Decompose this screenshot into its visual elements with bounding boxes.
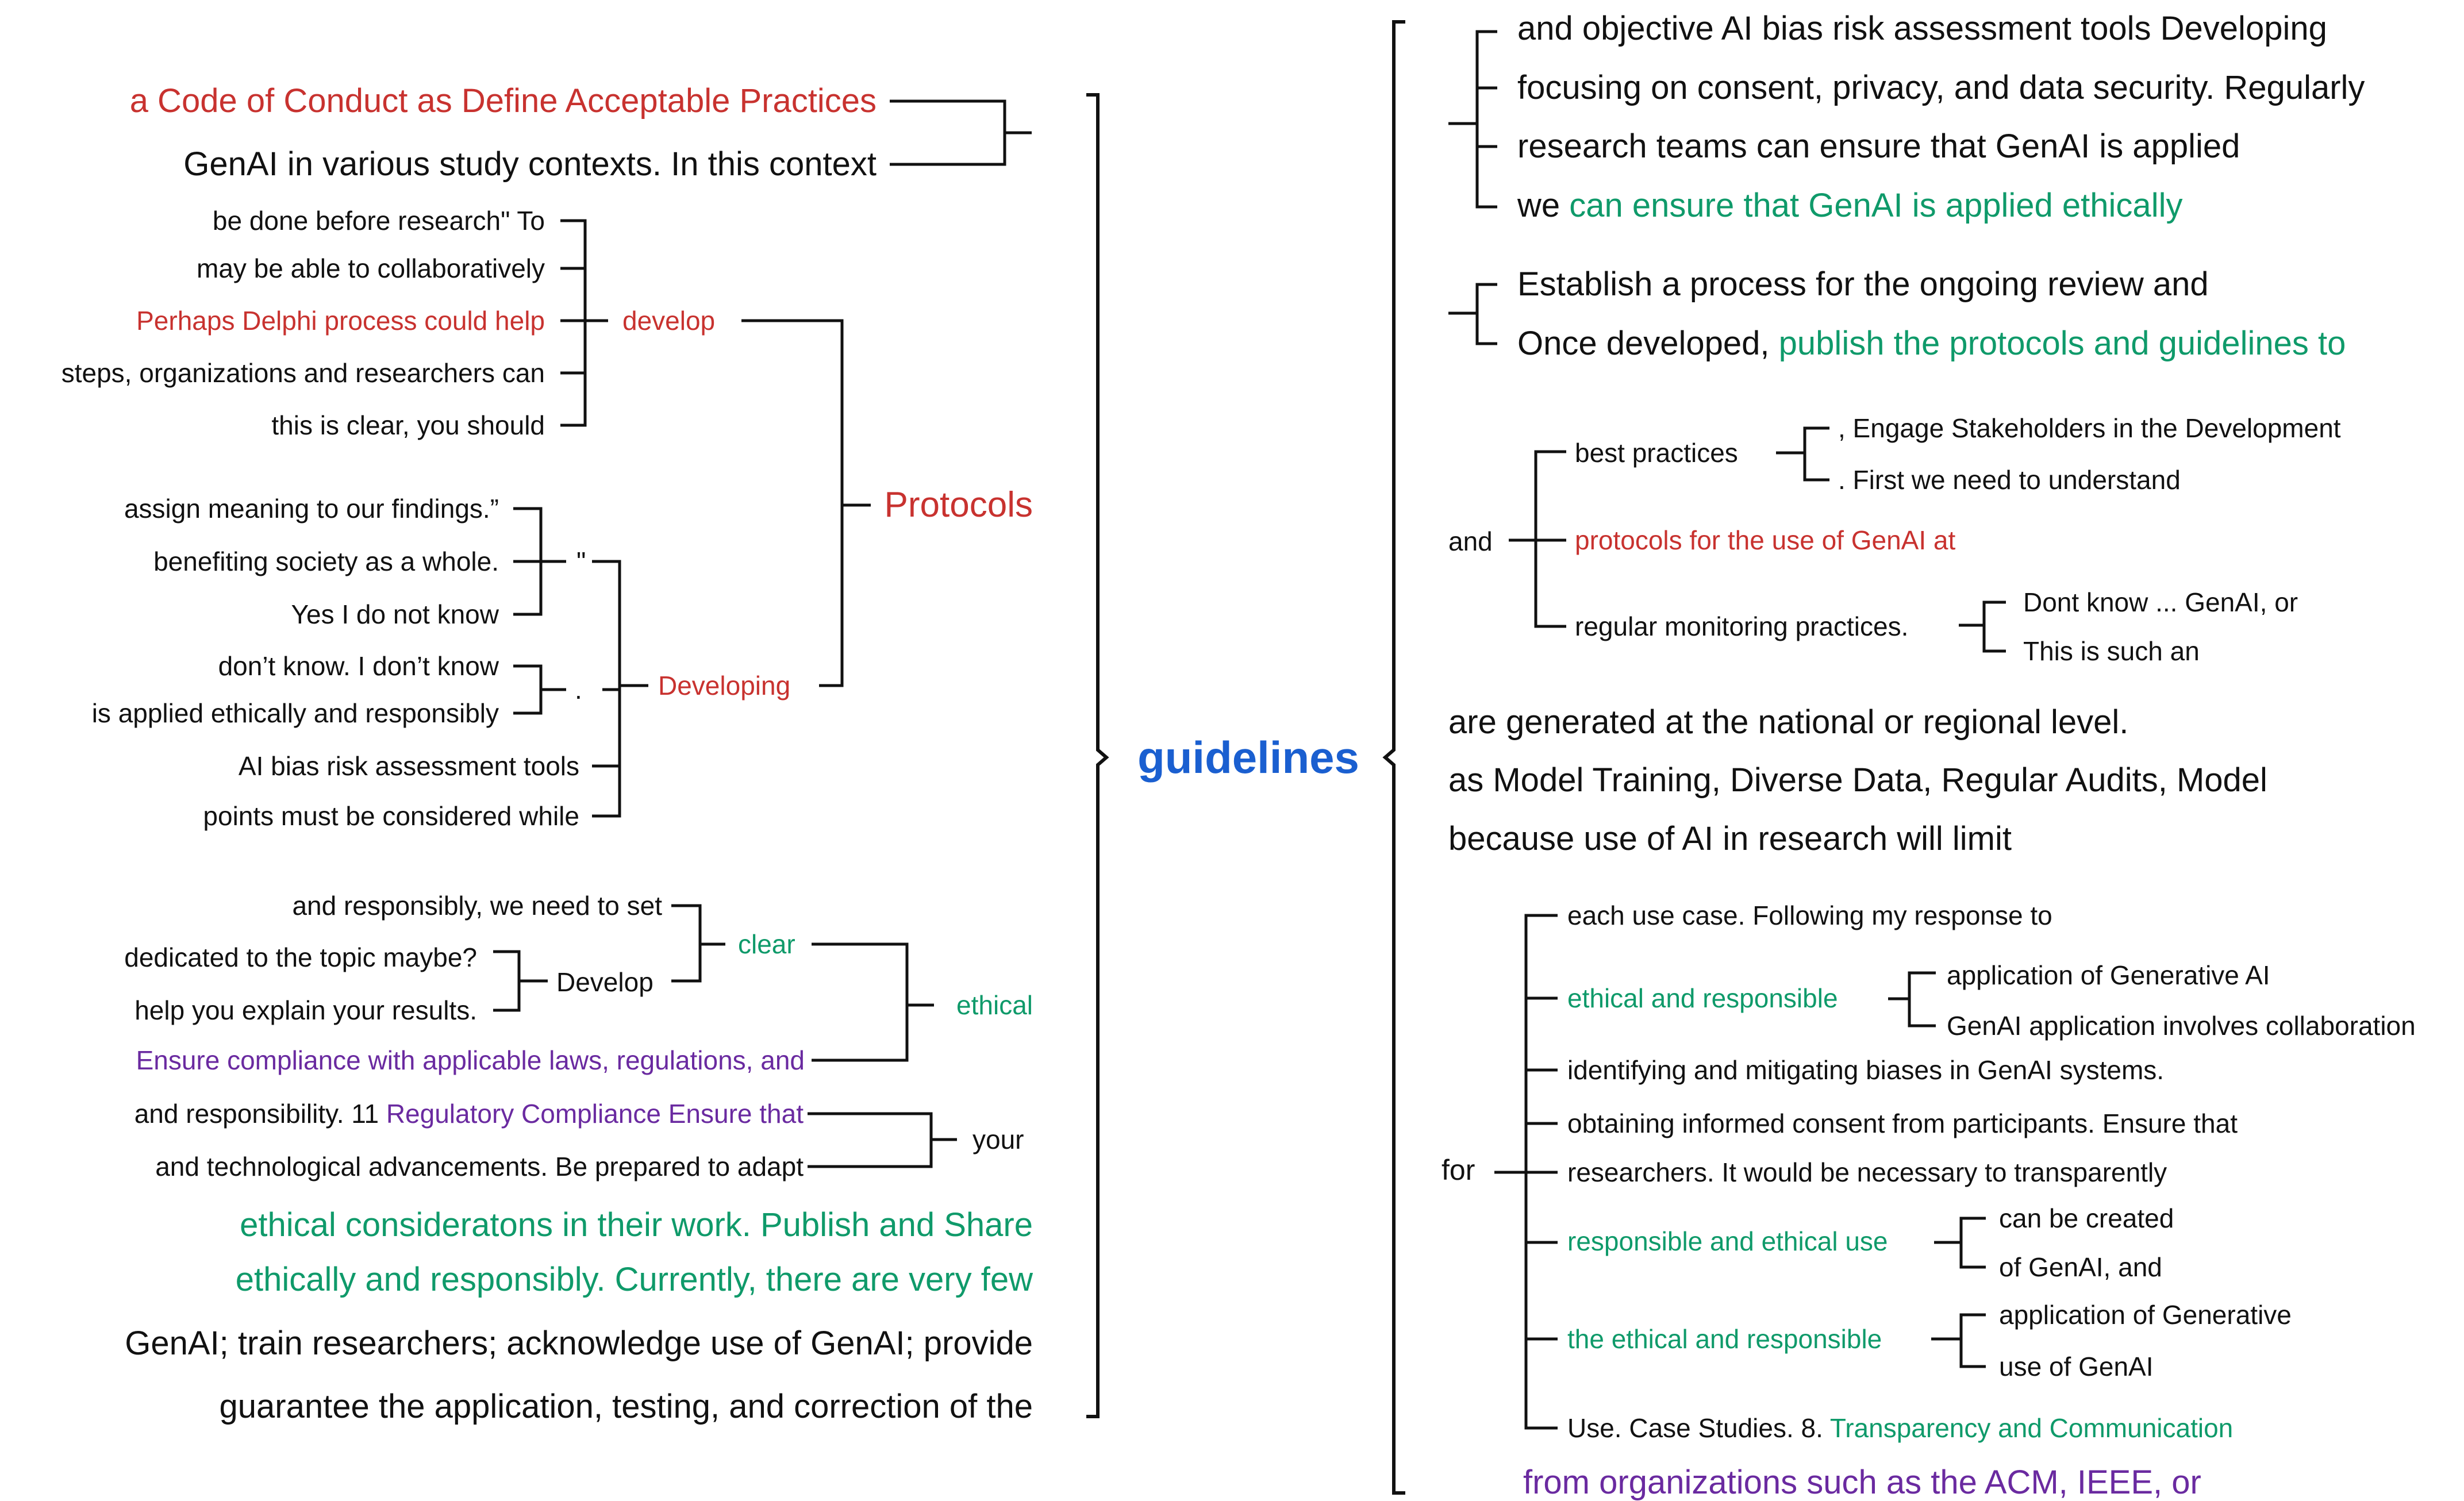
ethical-responsible-item-1: application of Generative AI: [1947, 960, 2270, 990]
develop-node: develop: [622, 306, 716, 336]
best-practices-item-2: . First we need to understand: [1838, 465, 2181, 495]
responsible-ethical-use-item-1: can be created: [1999, 1203, 2174, 1233]
developing-item-2: points must be considered while: [203, 801, 579, 831]
dot-group-item-2: is applied ethically and responsibly: [91, 698, 499, 728]
dot-bracket: [513, 664, 566, 715]
quote-bracket: [513, 507, 566, 616]
dot-group-item-1: don’t know. I don’t know: [218, 651, 499, 681]
ethics-develop-item-1: dedicated to the topic maybe?: [124, 942, 477, 972]
code-of-conduct-line2: GenAI in various study contexts. In this…: [183, 145, 877, 183]
monitoring-item-1: Dont know ... GenAI, or: [2023, 587, 2298, 617]
compliance-item: Ensure compliance with applicable laws, …: [136, 1045, 805, 1075]
right-group1-line-1: and objective AI bias risk assessment to…: [1517, 10, 2327, 47]
right-footer-line: from organizations such as the ACM, IEEE…: [1523, 1464, 2201, 1501]
right-group1-line-4: we can ensure that GenAI is applied ethi…: [1517, 189, 2182, 222]
best-practices-node: best practices: [1575, 438, 1738, 468]
code-of-conduct-bracket: [890, 99, 1032, 166]
bottom-green-line-2: ethically and responsibly. Currently, th…: [235, 1261, 1033, 1298]
your-bracket: [808, 1112, 957, 1168]
your-item-1-text: and responsibility. 11: [134, 1099, 386, 1129]
for-bracket: [1494, 914, 1558, 1430]
right-group1-bracket: [1448, 30, 1497, 209]
clear-item: and responsibly, we need to set: [292, 891, 662, 921]
right-group2-line-2-highlight: publish the protocols and guidelines to: [1778, 325, 2346, 362]
bottom-black-line-2: guarantee the application, testing, and …: [219, 1388, 1033, 1425]
best-practices-item-1: , Engage Stakeholders in the Development: [1838, 413, 2341, 443]
right-group1-line-2: focusing on consent, privacy, and data s…: [1517, 69, 2365, 106]
ethical-responsible-bracket: [1888, 971, 1936, 1027]
the-ethical-responsible-bracket: [1931, 1313, 1986, 1368]
the-ethical-responsible-item-2: use of GenAI: [1999, 1352, 2154, 1381]
code-of-conduct-line1: a Code of Conduct as Define Acceptable P…: [129, 82, 877, 120]
right-group2-line-1: Establish a process for the ongoing revi…: [1517, 265, 2209, 303]
right-group1-line-3: research teams can ensure that GenAI is …: [1517, 128, 2240, 165]
your-item-1-highlight: Regulatory Compliance Ensure that: [386, 1099, 804, 1129]
for-item-1: each use case. Following my response to: [1567, 900, 2052, 930]
and-node: and: [1448, 526, 1493, 556]
develop-item-2: may be able to collaboratively: [197, 253, 545, 283]
right-group2-bracket: [1448, 283, 1497, 345]
right-group1-line-4-highlight: can ensure that GenAI is applied ethical…: [1569, 187, 2183, 224]
responsible-ethical-use-item-2: of GenAI, and: [1999, 1252, 2162, 1282]
responsible-ethical-use-node: responsible and ethical use: [1567, 1226, 1888, 1256]
develop-item-4: steps, organizations and researchers can: [61, 358, 545, 388]
for-item-3: identifying and mitigating biases in Gen…: [1567, 1055, 2165, 1085]
ethics-develop-item-2: help you explain your results.: [134, 995, 477, 1025]
best-practices-bracket: [1776, 426, 1829, 482]
protocols-bracket: [741, 319, 871, 687]
right-group2-line-2-text: Once developed,: [1517, 325, 1779, 362]
ethical-bracket: [812, 942, 934, 1062]
your-node: your: [972, 1125, 1024, 1154]
for-last-item-text: Use. Case Studies. 8.: [1567, 1413, 1830, 1443]
quote-mark-node: ": [576, 546, 586, 576]
your-item-1: and responsibility. 11 Regulatory Compli…: [134, 1100, 804, 1127]
ethical-node: ethical: [956, 990, 1033, 1020]
quote-group-item-1: assign meaning to our findings.”: [124, 494, 499, 524]
clear-bracket: [671, 904, 725, 983]
developing-bracket: [592, 560, 648, 818]
the-ethical-responsible-item-1: application of Generative: [1999, 1300, 2292, 1330]
your-item-2: and technological advancements. Be prepa…: [155, 1152, 804, 1181]
monitoring-bracket: [1959, 601, 2006, 653]
right-group1-line-4-text: we: [1517, 187, 1570, 224]
develop-item-5: this is clear, you should: [271, 410, 545, 440]
developing-node: Developing: [658, 671, 791, 701]
for-last-item-highlight: Transparency and Communication: [1829, 1413, 2234, 1443]
ethics-develop-node: Develop: [556, 967, 654, 997]
responsible-ethical-use-bracket: [1934, 1217, 1986, 1269]
right-plain-line-2: as Model Training, Diverse Data, Regular…: [1448, 761, 2267, 799]
quote-group-item-2: benefiting society as a whole.: [153, 546, 499, 576]
bottom-green-line-1: ethical consideratons in their work. Pub…: [240, 1206, 1033, 1244]
ethical-responsible-node: ethical and responsible: [1567, 983, 1838, 1013]
and-bracket: [1509, 450, 1566, 628]
and-protocols-item: protocols for the use of GenAI at: [1575, 525, 1956, 555]
developing-item-1: AI bias risk assessment tools: [238, 751, 579, 781]
ethics-develop-bracket: [493, 950, 548, 1012]
develop-item-3: Perhaps Delphi process could help: [136, 306, 545, 336]
develop-item-1: be done before research" To: [212, 206, 545, 236]
right-main-brace: [1382, 20, 1405, 1495]
for-item-4: obtaining informed consent from particip…: [1567, 1109, 2238, 1138]
develop-bracket: [560, 219, 608, 427]
protocols-node: Protocols: [884, 485, 1033, 525]
quote-group-item-3: Yes I do not know: [291, 599, 499, 629]
ethical-responsible-item-2: GenAI application involves collaboration: [1947, 1011, 2416, 1041]
monitoring-item-2: This is such an: [2023, 636, 2200, 666]
left-main-brace: [1086, 93, 1109, 1418]
for-item-5: researchers. It would be necessary to tr…: [1567, 1157, 2167, 1187]
right-plain-line-3: because use of AI in research will limit: [1448, 820, 2012, 857]
bottom-black-line-1: GenAI; train researchers; acknowledge us…: [125, 1325, 1033, 1362]
clear-node: clear: [738, 929, 795, 959]
root-node-guidelines: guidelines: [1137, 732, 1359, 783]
the-ethical-responsible-node: the ethical and responsible: [1567, 1324, 1882, 1354]
for-last-item: Use. Case Studies. 8. Transparency and C…: [1567, 1415, 2233, 1441]
monitoring-node: regular monitoring practices.: [1575, 611, 1909, 641]
dot-mark-node: .: [575, 675, 582, 705]
right-group2-line-2: Once developed, publish the protocols an…: [1517, 327, 2346, 360]
right-plain-line-1: are generated at the national or regiona…: [1448, 703, 2129, 741]
for-node: for: [1442, 1154, 1475, 1186]
